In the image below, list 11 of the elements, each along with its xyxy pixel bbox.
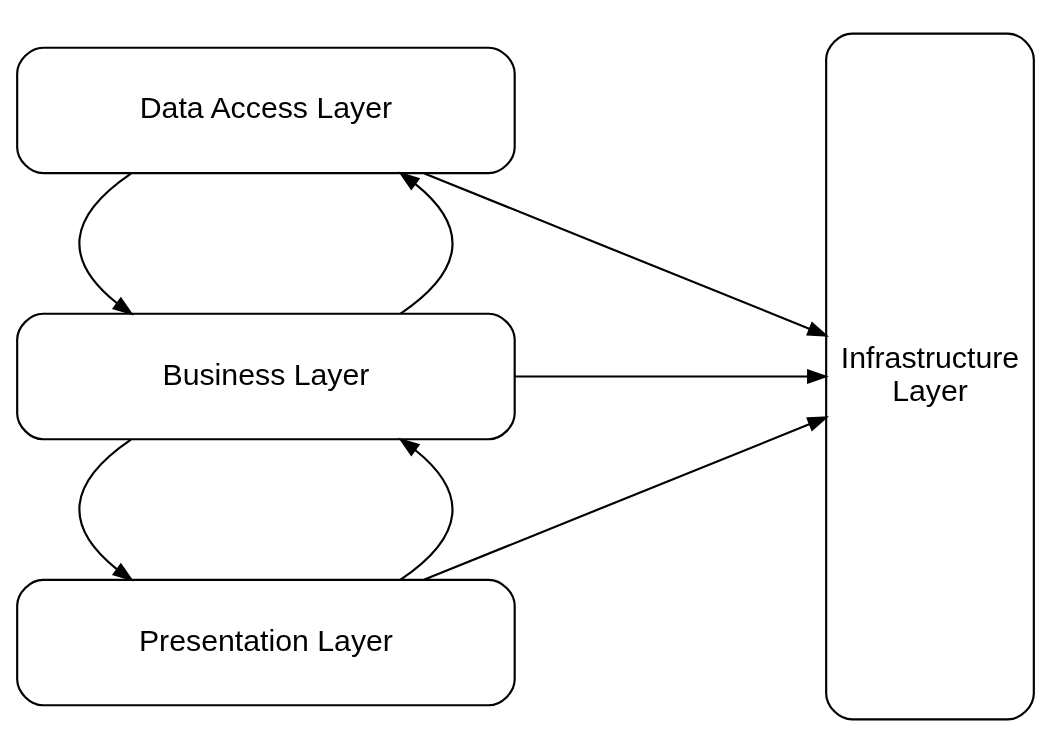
arrow <box>78 172 134 316</box>
node-box: Data Access Layer <box>16 46 516 174</box>
node-box: Presentation Layer <box>16 578 516 706</box>
node-box: Infrastructure Layer <box>825 32 1035 720</box>
arrow <box>398 437 454 581</box>
node-box: Business Layer <box>16 312 516 440</box>
arrow <box>424 415 829 580</box>
arrow <box>398 171 454 314</box>
arrow <box>424 172 829 337</box>
arrow <box>78 438 134 582</box>
arrow <box>514 368 829 384</box>
